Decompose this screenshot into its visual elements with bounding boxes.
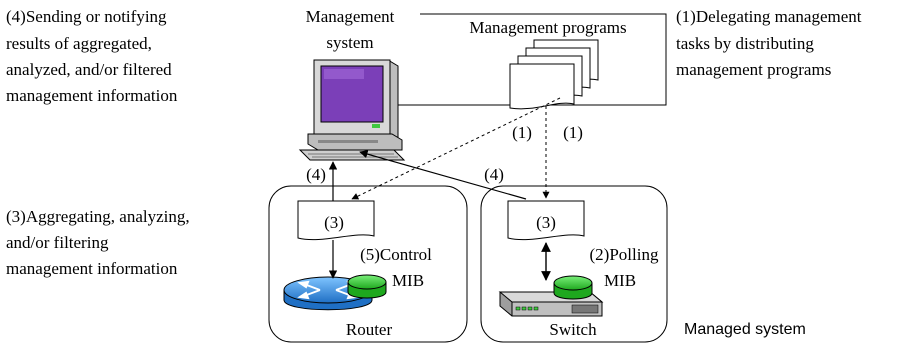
step4-line-2: results of aggregated, bbox=[6, 34, 152, 53]
step4-line-4: management information bbox=[6, 86, 178, 105]
router-program-doc bbox=[297, 200, 375, 241]
switch-label: Switch bbox=[549, 320, 597, 339]
step4-right-label: (4) bbox=[484, 165, 504, 184]
delegate-arrow-router bbox=[351, 97, 561, 200]
step4-left-label: (4) bbox=[306, 165, 326, 184]
switch-doc-label: (3) bbox=[536, 213, 556, 232]
step3-line-2: and/or filtering bbox=[6, 233, 109, 252]
step1-left-label: (1) bbox=[512, 123, 532, 142]
computer-icon bbox=[298, 59, 406, 161]
switch-program-doc bbox=[507, 200, 585, 241]
managed-system-label: Managed system bbox=[684, 321, 806, 338]
router-label: Router bbox=[346, 320, 393, 339]
control-mib-label-1: (5)Control bbox=[360, 245, 432, 264]
step4-line-3: analyzed, and/or filtered bbox=[6, 60, 172, 79]
management-programs-icon bbox=[509, 39, 599, 110]
step1-annotation: (1)Delegating management tasks by distri… bbox=[676, 7, 862, 79]
router-doc-label: (3) bbox=[324, 213, 344, 232]
step3-annotation: (3)Aggregating, analyzing, and/or filter… bbox=[6, 207, 190, 278]
router-node-box bbox=[268, 185, 468, 343]
notify-arrow-switch bbox=[359, 150, 527, 200]
polling-mib-label-1: (2)Polling bbox=[590, 245, 659, 264]
switch-node-box bbox=[480, 185, 668, 343]
step4-line-1: (4)Sending or notifying bbox=[6, 7, 167, 26]
step1-right-label: (1) bbox=[563, 123, 583, 142]
step3-line-1: (3)Aggregating, analyzing, bbox=[6, 207, 190, 226]
step4-annotation: (4)Sending or notifying results of aggre… bbox=[6, 7, 178, 105]
router-mib-icon bbox=[347, 274, 387, 299]
step3-line-3: management information bbox=[6, 259, 178, 278]
management-system-label-1: Management bbox=[306, 7, 395, 26]
management-system-label-2: system bbox=[326, 33, 373, 52]
control-mib-label-2: MIB bbox=[392, 271, 424, 290]
step1-line-3: management programs bbox=[676, 60, 831, 79]
polling-mib-label-2: MIB bbox=[604, 271, 636, 290]
step1-line-2: tasks by distributing bbox=[676, 34, 814, 53]
switch-mib-icon bbox=[553, 275, 593, 300]
step1-line-1: (1)Delegating management bbox=[676, 7, 862, 26]
management-programs-label: Management programs bbox=[469, 18, 626, 37]
